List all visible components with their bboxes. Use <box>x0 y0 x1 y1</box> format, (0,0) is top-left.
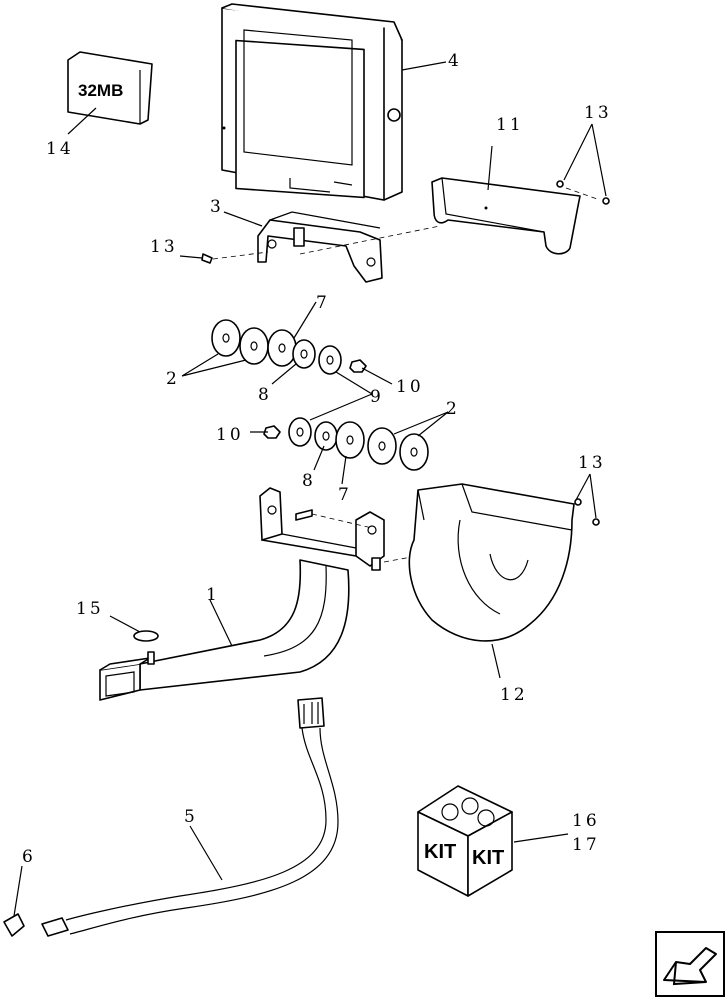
callout-11: 11 <box>496 115 524 135</box>
callout-4: 4 <box>448 51 462 71</box>
cup-holder-large <box>408 483 575 642</box>
callout-17: 17 <box>572 835 600 855</box>
callout-12: 12 <box>500 685 528 705</box>
callout-2-left: 2 <box>166 369 180 389</box>
leader-lines <box>13 61 607 917</box>
next-page-arrow-icon[interactable] <box>655 931 725 997</box>
display-monitor <box>221 3 403 201</box>
callout-8-bottom: 8 <box>302 471 316 491</box>
kit-label-right: KIT <box>472 847 504 869</box>
callout-14: 14 <box>46 139 74 159</box>
callout-15: 15 <box>76 599 104 619</box>
callout-2-right: 2 <box>446 399 460 419</box>
callout-8-top: 8 <box>258 385 272 405</box>
washer-stack-lower <box>263 417 429 471</box>
callout-13-left: 13 <box>150 237 178 257</box>
fitting-6 <box>3 913 25 937</box>
callout-16: 16 <box>572 811 600 831</box>
callout-10-left: 10 <box>216 425 244 445</box>
callout-6: 6 <box>22 847 36 867</box>
mounting-arm <box>99 487 385 701</box>
memory-chip-32mb: 32MB <box>67 51 153 125</box>
monitor-mounting-bracket <box>257 211 383 283</box>
callout-5: 5 <box>184 807 198 827</box>
wire-harness <box>41 697 339 937</box>
kit-label-left: KIT <box>424 841 456 863</box>
callout-13-right: 13 <box>578 453 606 473</box>
callout-7-bottom: 7 <box>338 485 352 505</box>
washer-15 <box>133 630 159 642</box>
hardware-kit-box: KIT KIT <box>417 785 513 897</box>
callout-1: 1 <box>206 585 220 605</box>
memory-chip-label: 32MB <box>78 81 123 100</box>
screw-13-left <box>201 253 213 264</box>
callout-numbers: 4 14 11 13 3 13 7 2 8 10 9 10 2 8 7 13 1… <box>22 51 612 867</box>
washer-stack-upper <box>211 319 367 375</box>
callout-10-right: 10 <box>396 377 424 397</box>
callout-3: 3 <box>210 197 224 217</box>
cup-holder-small <box>431 177 581 255</box>
callout-9: 9 <box>370 387 384 407</box>
callout-13-top: 13 <box>584 103 612 123</box>
callout-7-top: 7 <box>316 293 330 313</box>
